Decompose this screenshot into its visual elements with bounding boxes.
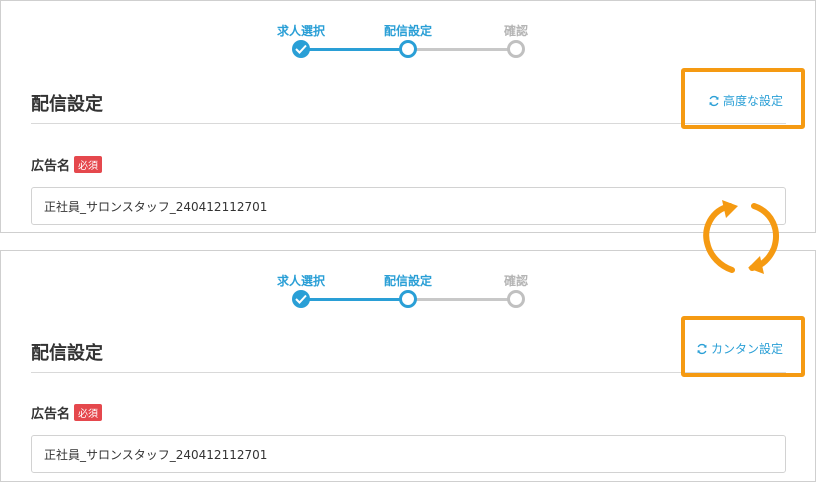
advanced-settings-label: 高度な設定: [723, 94, 784, 108]
step-dot-done: [292, 40, 310, 58]
required-badge: 必須: [74, 156, 103, 173]
step-label-1: 求人選択: [276, 24, 326, 38]
step-dot-current: [399, 40, 417, 58]
progress-stepper: 求人選択 配信設定 確認: [1, 1, 815, 71]
ad-name-input[interactable]: [31, 187, 786, 225]
step-label-2: 配信設定: [383, 274, 433, 288]
panel-advanced-mode: 求人選択 配信設定 確認 配信設定 カンタン設定 広告名 必須: [1, 250, 815, 481]
ad-name-label: 広告名 必須: [31, 155, 103, 174]
step-dot-todo: [507, 40, 525, 58]
ad-name-label-text: 広告名: [31, 159, 71, 174]
section-divider: [31, 372, 786, 373]
step-label-2: 配信設定: [383, 24, 433, 38]
required-badge: 必須: [74, 404, 103, 421]
check-icon: [295, 294, 307, 304]
step-connector-1: [301, 298, 408, 301]
check-icon: [295, 44, 307, 54]
advanced-settings-link[interactable]: 高度な設定: [708, 92, 783, 109]
step-label-1: 求人選択: [276, 274, 326, 288]
step-label-3: 確認: [503, 274, 529, 288]
simple-settings-link[interactable]: カンタン設定: [696, 340, 783, 357]
panel-gap: [0, 233, 816, 250]
step-connector-2: [408, 48, 516, 51]
ad-name-input[interactable]: [31, 435, 786, 473]
panel-simple-mode: 求人選択 配信設定 確認 配信設定 高度な設定 広告名 必須: [1, 1, 815, 233]
ad-name-label: 広告名 必須: [31, 403, 103, 422]
step-connector-1: [301, 48, 408, 51]
section-title: 配信設定: [31, 343, 103, 364]
step-label-3: 確認: [503, 24, 529, 38]
step-dot-current: [399, 290, 417, 308]
progress-stepper: 求人選択 配信設定 確認: [1, 251, 815, 321]
step-dot-done: [292, 290, 310, 308]
step-dot-todo: [507, 290, 525, 308]
section-title: 配信設定: [31, 94, 103, 115]
swap-cycle-icon: [703, 200, 779, 274]
section-divider: [31, 123, 786, 124]
simple-settings-label: カンタン設定: [711, 342, 784, 356]
refresh-icon: [696, 343, 708, 355]
highlight-box-simple: [681, 316, 805, 377]
highlight-box-advanced: [681, 68, 805, 129]
ad-name-label-text: 広告名: [31, 407, 71, 422]
refresh-icon: [708, 95, 720, 107]
step-connector-2: [408, 298, 516, 301]
